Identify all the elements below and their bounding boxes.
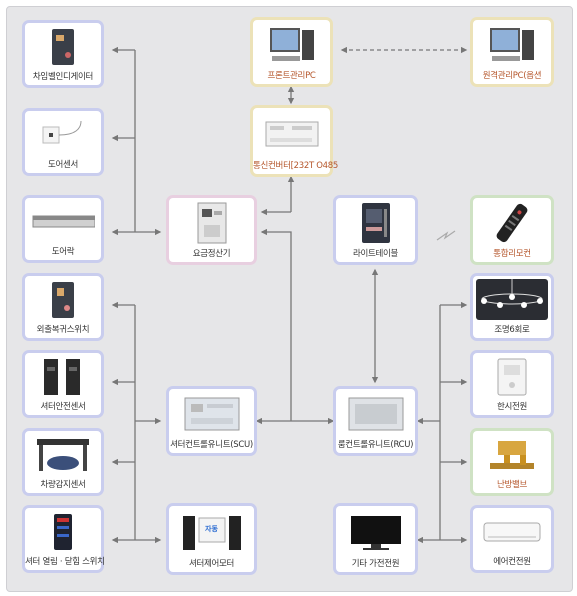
- indicator-panel-icon: [52, 28, 74, 65]
- desktop-pc-icon: [269, 27, 314, 61]
- node-label: 에어컨전원: [493, 557, 531, 567]
- aircon-power-node: 에어컨전원: [470, 505, 554, 573]
- front-pc-node: 프론트관리PC: [250, 17, 333, 87]
- node-label: 조명6회로: [494, 325, 530, 335]
- node-label: 룸컨트롤유니트(RCU): [337, 440, 414, 450]
- card-switch-icon: [497, 358, 527, 395]
- light-table-icon: [361, 202, 390, 243]
- node-label: 라이트테이블: [352, 249, 399, 259]
- door-sensor-icon: [42, 120, 82, 143]
- node-label: 셔터 열림 · 닫힘 스위치: [25, 557, 105, 567]
- converter-node: 통신컨버터[232T O485: [250, 105, 338, 177]
- wire-fee-rcu-trunk: [262, 231, 292, 421]
- tv-icon: [350, 515, 401, 550]
- heating-valve-node: 난방밸브: [470, 428, 554, 496]
- outing-return-switch-node: 외출복귀스위치: [22, 273, 104, 341]
- vehicle-sensor-icon: [37, 438, 89, 471]
- valve-icon: [490, 440, 534, 469]
- door-lock-node: 도어락: [22, 195, 104, 263]
- chandelier-icon: [481, 279, 543, 308]
- node-label: 통신컨버터[232T O485: [253, 161, 338, 171]
- shutter-switch-icon: [54, 513, 72, 550]
- node-label: 셔터제어모터: [188, 559, 235, 569]
- light-table-node: 라이트테이블: [333, 195, 418, 265]
- fee-machine-icon: [197, 202, 226, 243]
- auto-badge: 자동: [205, 525, 218, 533]
- switch-panel-icon: [52, 281, 74, 318]
- node-label: 난방밸브: [496, 480, 528, 490]
- node-label: 요금정산기: [192, 249, 231, 259]
- timed-power-node: 한시전원: [470, 350, 554, 418]
- wireless-icon: [436, 230, 456, 241]
- node-label: 도어락: [51, 247, 75, 257]
- node-label: 도어센서: [47, 160, 79, 170]
- integrated-remote-node: 통합리모컨: [470, 195, 554, 265]
- fee-calculator-node: 요금정산기: [166, 195, 257, 265]
- rcu-board-icon: [348, 397, 403, 430]
- node-label: 통합리모컨: [493, 249, 531, 259]
- safety-sensor-icon: [44, 358, 80, 395]
- shutter-safety-sensor-node: 셔터안전센서: [22, 350, 104, 418]
- door-lock-icon: [32, 215, 95, 227]
- node-label: 셔터안전센서: [40, 402, 86, 412]
- remote-control-icon: [496, 203, 528, 242]
- node-label: 원격관리PC(옵션: [482, 71, 542, 81]
- lighting-node: 조명6회로: [470, 273, 554, 341]
- shutter-motor-icon: [182, 515, 241, 550]
- air-conditioner-icon: [483, 522, 541, 541]
- node-label: 차량감지센서: [40, 480, 86, 490]
- node-label: 기타 가전전원: [351, 559, 400, 569]
- node-label: 한시전원: [496, 402, 528, 412]
- room-control-unit-node: 룸컨트롤유니트(RCU): [333, 386, 418, 456]
- shutter-motor-node: 자동 셔터제어모터: [166, 503, 257, 575]
- vehicle-sensor-node: 차량감지센서: [22, 428, 104, 496]
- other-appliance-node: 기타 가전전원: [333, 503, 418, 575]
- parking-indicator-node: 차임벨인디게이터: [22, 20, 104, 88]
- door-sensor-node: 도어센서: [22, 108, 104, 176]
- chandelier-photo: [476, 279, 548, 320]
- shutter-control-unit-node: 셔터컨트롤유니트(SCU): [166, 386, 257, 456]
- node-label: 차임벨인디게이터: [32, 72, 94, 82]
- node-label: 프론트관리PC: [267, 71, 316, 81]
- node-label: 외출복귀스위치: [36, 325, 90, 335]
- node-label: 셔터컨트롤유니트(SCU): [170, 440, 253, 450]
- scu-board-icon: [184, 397, 239, 430]
- shutter-switch-node: 셔터 열림 · 닫힘 스위치: [22, 505, 105, 573]
- remote-pc-node: 원격관리PC(옵션: [470, 17, 554, 87]
- desktop-pc-icon: [490, 27, 534, 61]
- converter-device-icon: [265, 121, 318, 146]
